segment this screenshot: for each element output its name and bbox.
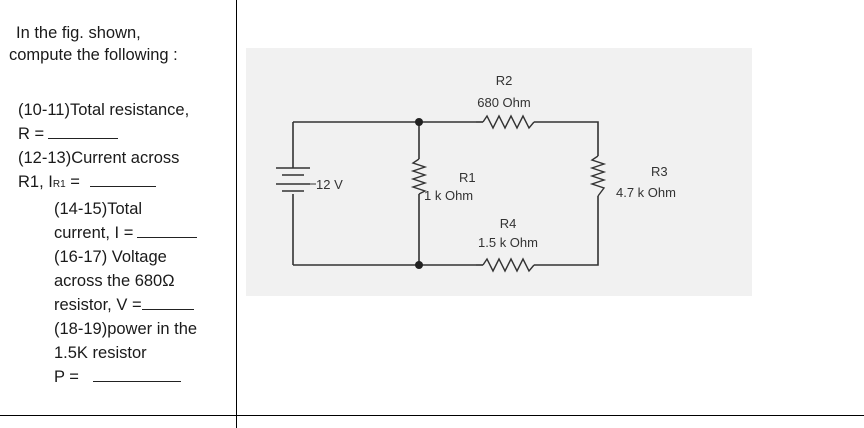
circuit-wires	[292, 121, 599, 266]
resistor-r2-zigzag	[482, 114, 535, 130]
r4-value: 1.5 k Ohm	[478, 235, 538, 250]
battery-label: 12 V	[316, 177, 343, 192]
wire-top	[293, 121, 599, 156]
item-line: (14-15)Total	[54, 200, 143, 218]
item-label: current, I =	[54, 224, 134, 242]
junction-top	[415, 118, 423, 126]
r4-id: R4	[500, 216, 517, 231]
item-power-1k5: (18-19)power in the 1.5K resistor P =	[18, 317, 197, 389]
question-intro: In the fig. shown, compute the following…	[9, 22, 178, 66]
answer-blank	[137, 223, 198, 238]
r2-id: R2	[496, 73, 513, 88]
item-label: P =	[54, 368, 79, 386]
item-line: (12-13)Current across	[18, 149, 180, 167]
item-line: (16-17) Voltage	[54, 248, 167, 266]
table-bottom-rule	[0, 415, 864, 416]
answer-blank	[141, 295, 194, 310]
answer-blank	[92, 367, 181, 382]
answer-blank	[89, 172, 156, 187]
item-current-r1: (12-13)Current across R1, IR1 =	[18, 146, 197, 197]
resistor-r3-zigzag	[589, 155, 607, 197]
item-total-resistance: (10-11)Total resistance, R =	[18, 98, 197, 146]
item-line: R1, IR1 =	[18, 170, 197, 197]
resistor-r4-zigzag	[482, 257, 535, 273]
item-line: R =	[18, 122, 197, 146]
item-voltage-680: (16-17) Voltage across the 680Ω resistor…	[18, 245, 197, 317]
item-total-current: (14-15)Total current, I =	[18, 197, 198, 245]
table-column-divider	[236, 0, 237, 428]
item-line: across the 680Ω	[54, 272, 175, 290]
intro-line-2: compute the following :	[9, 46, 178, 64]
item-label: R1, I	[18, 173, 53, 191]
resistor-r1-zigzag	[410, 158, 428, 195]
item-line: resistor, V =	[54, 293, 197, 317]
junction-bottom	[415, 261, 423, 269]
item-line: current, I =	[54, 221, 198, 245]
item-label: R =	[18, 125, 45, 143]
r1-value: 1 k Ohm	[424, 188, 473, 203]
r3-value: 4.7 k Ohm	[616, 185, 676, 200]
question-items: (10-11)Total resistance, R = (12-13)Curr…	[18, 98, 198, 389]
circuit-figure: 12 V R2 680 Ohm R1 1 k Ohm R3 4.7 k Ohm …	[246, 48, 752, 296]
item-label: =	[65, 173, 80, 191]
answer-blank	[48, 124, 119, 139]
circuit-diagram: 12 V R2 680 Ohm R1 1 k Ohm R3 4.7 k Ohm …	[276, 73, 676, 273]
item-line: (10-11)Total resistance,	[18, 101, 190, 119]
r2-value: 680 Ohm	[477, 95, 530, 110]
item-line: 1.5K resistor	[54, 344, 147, 362]
r1-id: R1	[459, 170, 476, 185]
item-label: resistor, V =	[54, 296, 142, 314]
intro-line-1: In the fig. shown,	[16, 24, 141, 42]
item-line: (18-19)power in the	[54, 320, 198, 338]
subscript: R1	[52, 179, 66, 190]
wire-bottom	[293, 196, 599, 266]
battery-symbol	[276, 167, 310, 192]
r3-id: R3	[651, 164, 668, 179]
item-line: P =	[54, 365, 197, 389]
